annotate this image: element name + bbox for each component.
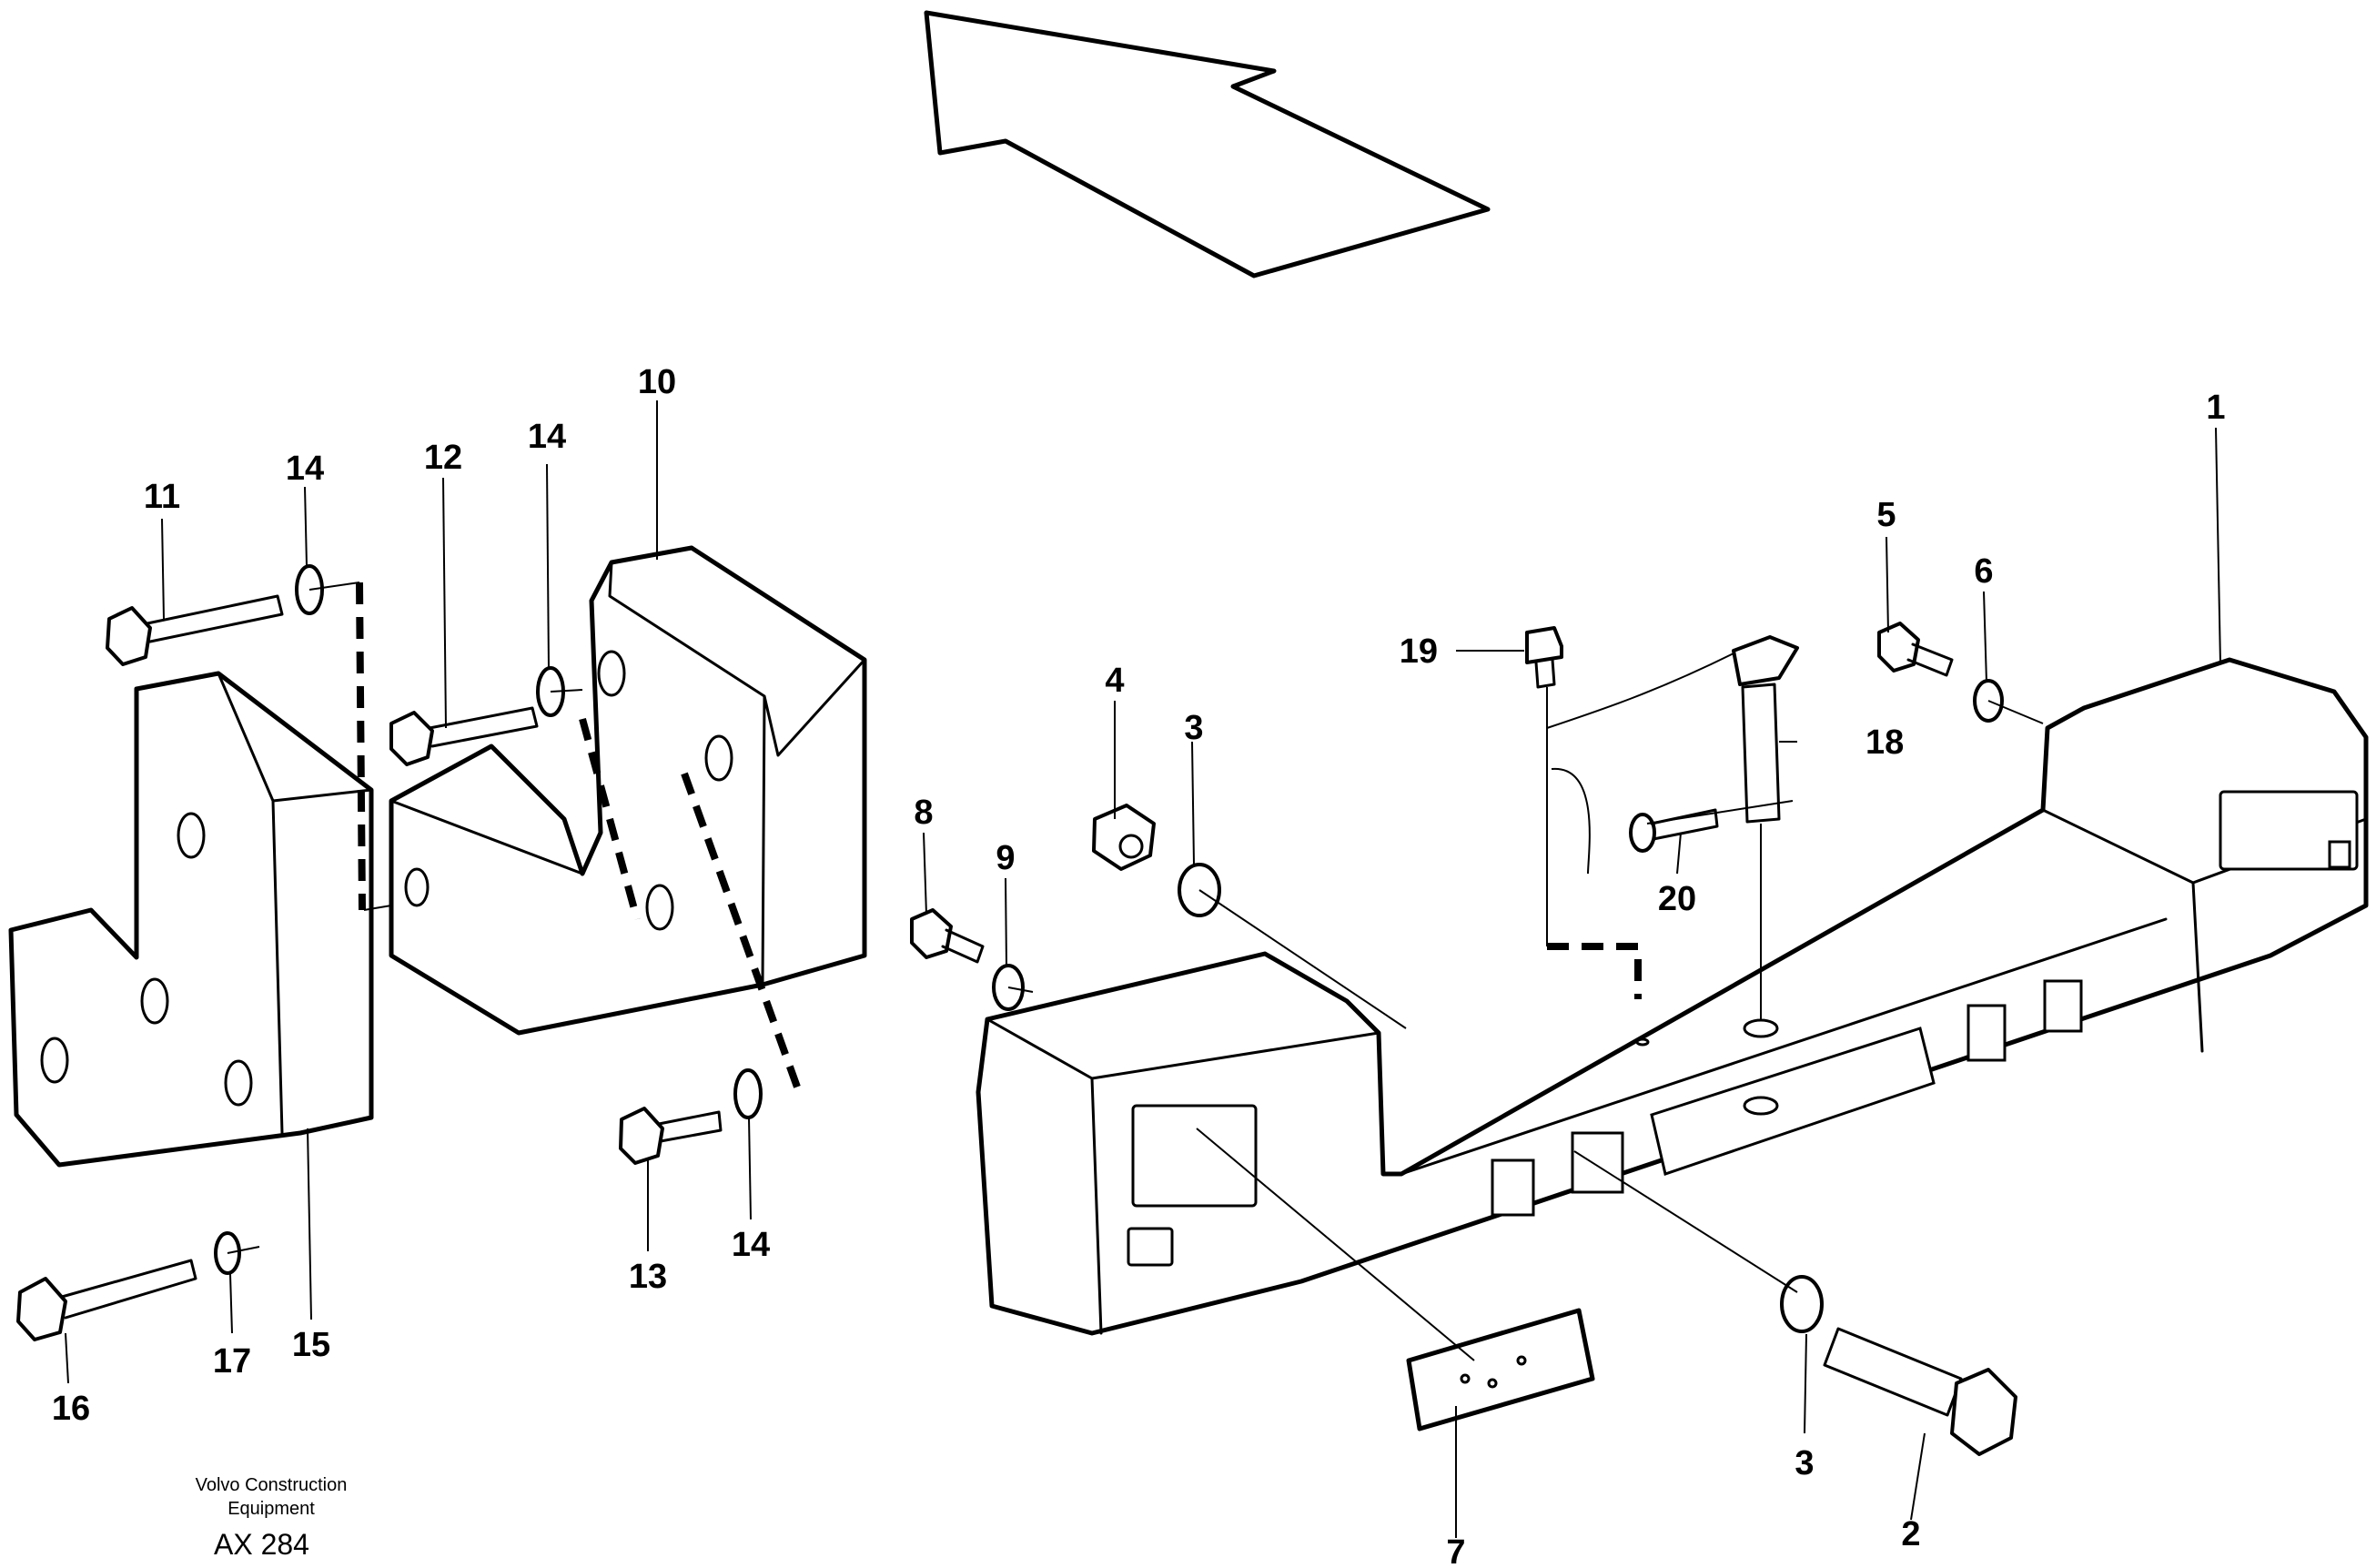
callout-15: 15	[292, 1326, 330, 1364]
callout-3-bottom: 3	[1795, 1444, 1814, 1482]
callout-14-low: 14	[732, 1226, 770, 1264]
callout-14-mid: 14	[528, 418, 566, 456]
bolt-part-8	[910, 908, 985, 964]
callout-5: 5	[1876, 496, 1896, 534]
pin-part-18	[1732, 635, 1799, 824]
washer-part-14-low	[733, 1068, 763, 1119]
bolt-part-19	[1525, 626, 1563, 689]
callout-20: 20	[1658, 880, 1696, 918]
callout-1: 1	[2206, 389, 2225, 427]
pin-part-20	[1629, 808, 1719, 853]
bolt-part-2	[1823, 1327, 2017, 1456]
callout-16: 16	[52, 1390, 90, 1428]
nut-part-4	[1092, 804, 1156, 871]
callout-17: 17	[213, 1342, 251, 1381]
callout-leaders	[65, 400, 2221, 1538]
counterweight-part-15	[8, 671, 374, 1168]
alignment-lines	[356, 582, 1642, 1094]
counterweight-part-1	[976, 657, 2369, 1336]
washer-part-3-bottom	[1780, 1275, 1824, 1333]
footer: Volvo Construction Equipment AX 284	[196, 1475, 348, 1561]
counterweight-part-10	[389, 545, 867, 1036]
callout-2: 2	[1901, 1515, 1920, 1553]
callout-8: 8	[914, 794, 933, 832]
callout-11: 11	[144, 478, 180, 516]
assembly-lines	[227, 582, 2044, 1361]
callout-6: 6	[1974, 552, 1993, 591]
callout-9: 9	[996, 839, 1015, 877]
callout-3-top: 3	[1184, 709, 1203, 747]
callout-14-top: 14	[286, 450, 324, 488]
plate-part-7	[1406, 1308, 1595, 1431]
bolt-part-12	[389, 706, 539, 766]
callout-13: 13	[629, 1258, 667, 1296]
callout-labels: 1 2 3 3 4 5 6 7 8 9 10 11 12 13 14 14 14…	[52, 363, 2226, 1568]
bolt-part-16	[16, 1259, 197, 1341]
chain	[1546, 652, 1734, 875]
callout-7: 7	[1446, 1533, 1465, 1568]
callout-18: 18	[1865, 723, 1904, 762]
drawing-code: AX 284	[214, 1528, 309, 1561]
company-name-line2: Equipment	[227, 1499, 315, 1519]
direction-arrow	[924, 10, 1491, 278]
bolt-part-5	[1877, 622, 1954, 677]
callout-10: 10	[638, 363, 676, 401]
company-name-line1: Volvo Construction	[196, 1475, 348, 1495]
callout-12: 12	[424, 439, 462, 477]
bolt-part-11	[106, 594, 284, 666]
callout-4: 4	[1105, 662, 1124, 700]
callout-19: 19	[1400, 632, 1438, 671]
bolt-part-13	[619, 1107, 723, 1165]
